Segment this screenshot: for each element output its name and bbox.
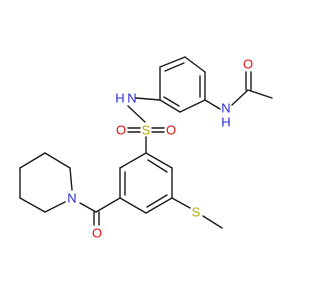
bond-layer [19,56,273,229]
bond [95,197,121,213]
sulfonyl-oxygen-left-label: O [116,123,126,138]
bond [145,197,173,214]
bond [135,97,161,101]
bond [202,215,223,229]
amide-nitrogen-hydrogen-label: H [221,115,230,130]
molecule-structure-diagram: O N H N H S O O N O S [19,56,273,241]
bond [19,152,46,169]
bond [119,197,147,214]
bond [147,159,168,173]
bond [69,167,73,191]
bond [184,56,206,73]
amide-carbonyl-oxygen-label: O [243,57,253,72]
bond [163,96,180,107]
bond [171,197,191,209]
bond [247,89,273,99]
bond [159,56,186,68]
thioether-sulfur-label: S [192,205,201,220]
bond [44,152,71,169]
bond [127,105,146,123]
bond [19,197,46,213]
bond [146,194,168,208]
bond [145,152,173,169]
bond [231,89,249,106]
bond [204,99,221,110]
bond [164,62,185,72]
bond [44,201,66,213]
sulfonamide-nitrogen-hydrogen-label: H [115,91,124,106]
bond [179,99,206,113]
sulfonyl-sulfur-label: S [142,123,151,138]
atom-label-layer: O N H N H S O O N O S [67,57,253,241]
sulfonyl-oxygen-right-label: O [166,123,176,138]
sulfonamide-nitrogen-label: N [127,91,136,106]
bond [119,152,147,169]
piperidine-nitrogen-label: N [67,191,76,206]
bond [159,99,181,113]
bond [79,202,97,213]
ketone-oxygen-label: O [92,226,102,241]
amide-nitrogen-label: N [221,101,230,116]
